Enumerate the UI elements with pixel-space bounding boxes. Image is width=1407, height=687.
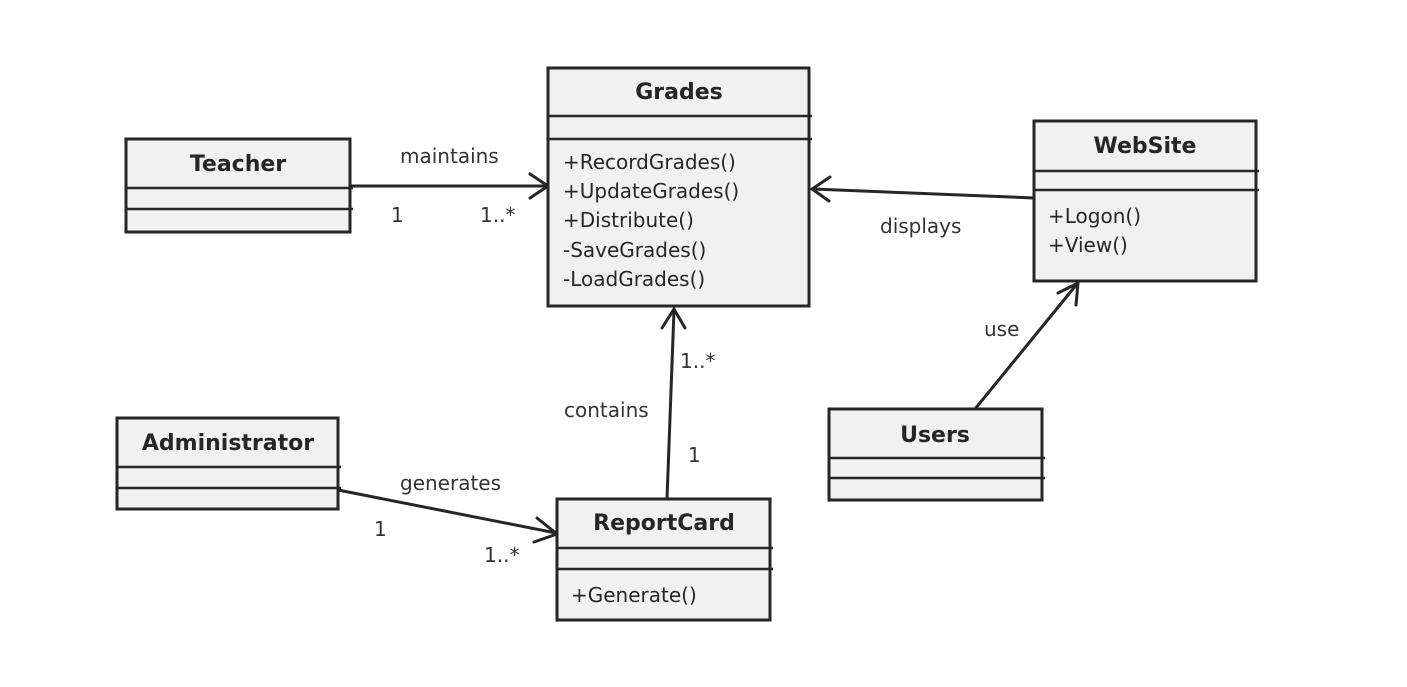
association-generates: generates 1 1..* [337, 471, 561, 567]
users-class-name: Users [900, 423, 970, 448]
contains-source-multiplicity: 1 [688, 443, 701, 467]
association-use: use [973, 280, 1080, 410]
administrator-class-name: Administrator [142, 431, 314, 456]
website-method: +View() [1048, 233, 1128, 257]
reportcard-box [555, 497, 772, 622]
generates-source-multiplicity: 1 [374, 517, 387, 541]
generates-line [337, 488, 557, 535]
displays-line [812, 187, 1035, 200]
grades-class-name: Grades [635, 80, 723, 105]
contains-line [665, 309, 676, 500]
class-administrator: Administrator [115, 416, 341, 511]
maintains-target-multiplicity: 1..* [480, 203, 515, 227]
class-users: Users [827, 407, 1045, 502]
maintains-source-multiplicity: 1 [391, 203, 404, 227]
class-grades: Grades +RecordGrades() +UpdateGrades() +… [546, 66, 812, 308]
reportcard-method: +Generate() [571, 583, 697, 607]
contains-target-multiplicity: 1..* [680, 349, 715, 373]
class-teacher: Teacher [124, 137, 353, 234]
grades-method: +UpdateGrades() [563, 179, 739, 203]
grades-method: -SaveGrades() [563, 238, 706, 262]
contains-arrowhead [660, 306, 687, 330]
users-box [827, 407, 1044, 502]
grades-method: +Distribute() [563, 208, 694, 232]
displays-label: displays [880, 214, 961, 238]
association-displays: displays [809, 175, 1035, 238]
grades-box [546, 66, 811, 308]
association-maintains: maintains 1 1..* [350, 144, 551, 227]
use-arrowhead [1056, 280, 1080, 307]
association-contains: contains 1..* 1 [564, 306, 715, 500]
grades-method: -LoadGrades() [563, 267, 705, 291]
displays-arrowhead [809, 175, 832, 203]
maintains-label: maintains [400, 144, 499, 168]
use-label: use [984, 317, 1019, 341]
teacher-box [124, 137, 352, 234]
reportcard-class-name: ReportCard [593, 511, 735, 536]
use-line [973, 283, 1079, 410]
generates-target-multiplicity: 1..* [484, 543, 519, 567]
website-method: +Logon() [1048, 204, 1141, 228]
website-box [1032, 119, 1258, 283]
grades-method: +RecordGrades() [563, 150, 736, 174]
administrator-box [115, 416, 340, 511]
website-class-name: WebSite [1094, 134, 1197, 159]
class-reportcard: ReportCard +Generate() [555, 497, 773, 622]
contains-label: contains [564, 398, 649, 422]
generates-label: generates [400, 471, 501, 495]
teacher-class-name: Teacher [190, 152, 286, 177]
class-website: WebSite +Logon() +View() [1032, 119, 1259, 283]
